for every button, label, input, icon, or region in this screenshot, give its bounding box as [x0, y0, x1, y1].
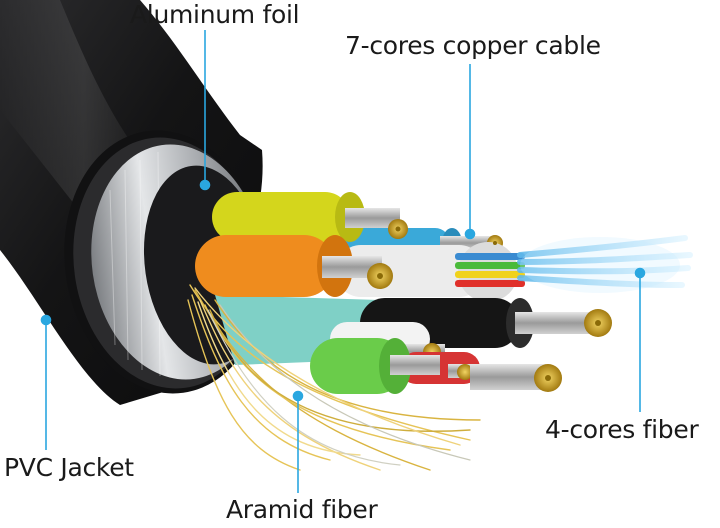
inner-cores — [195, 192, 612, 394]
copper-bundle — [470, 364, 562, 392]
label-aluminum-foil: Aluminum foil — [130, 0, 300, 29]
green-core — [310, 338, 440, 394]
label-fiber: 4-cores fiber — [545, 415, 699, 444]
yellow-core — [212, 192, 408, 242]
label-pvc-jacket: PVC Jacket — [4, 453, 134, 482]
aramid-fiber — [187, 284, 481, 471]
label-aramid-fiber: Aramid fiber — [226, 495, 378, 524]
fiber-strands — [517, 235, 693, 293]
orange-core — [195, 235, 393, 297]
label-copper-cable: 7-cores copper cable — [345, 31, 601, 60]
callout-lines — [40, 30, 646, 493]
